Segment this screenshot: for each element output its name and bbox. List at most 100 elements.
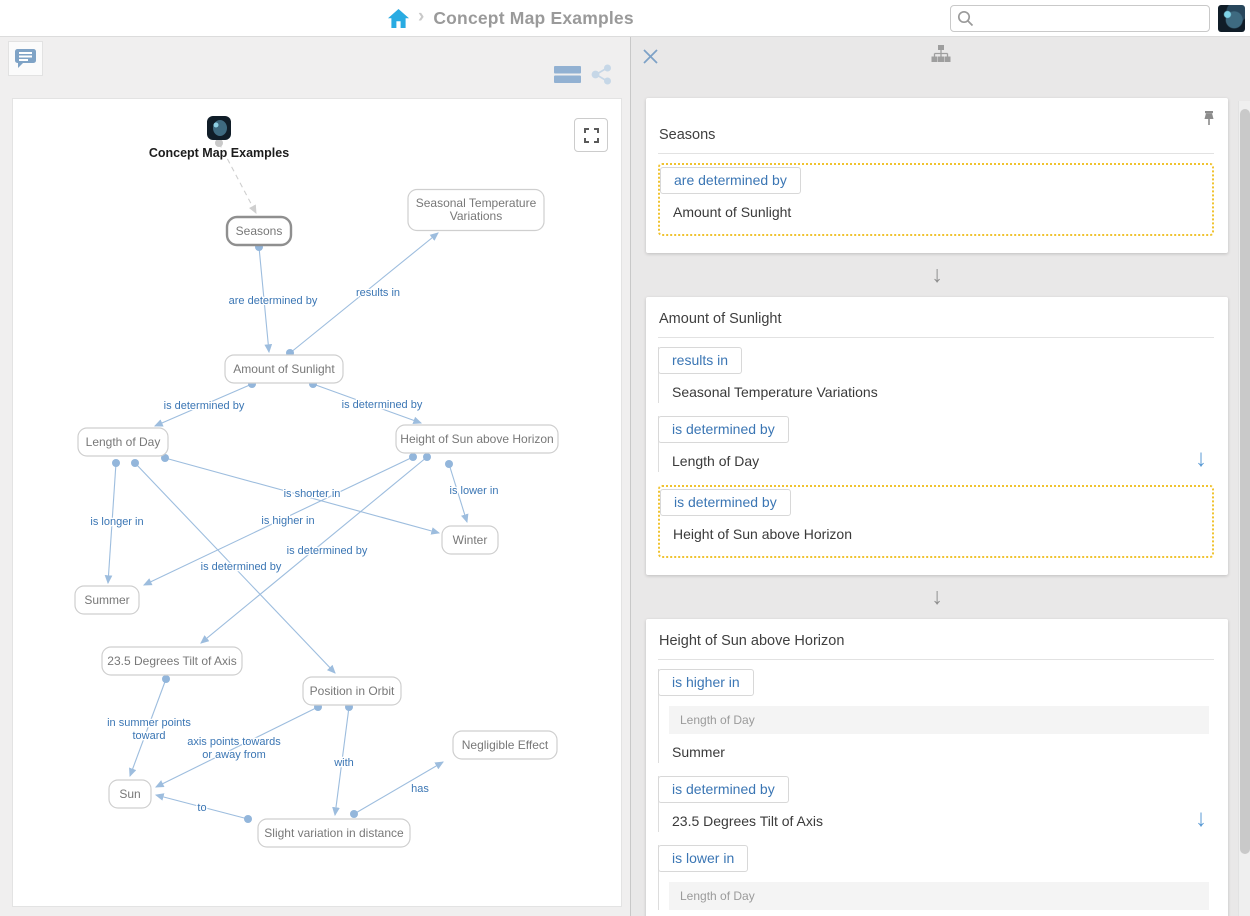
edge-label[interactable]: with — [332, 756, 355, 771]
scrollbar-thumb[interactable] — [1240, 109, 1250, 854]
edge-label[interactable]: is shorter in — [282, 487, 341, 502]
node-box — [77, 427, 169, 457]
map-node-seasons[interactable]: Seasons — [225, 215, 293, 247]
node-box — [224, 354, 344, 384]
edge-label[interactable]: is determined by — [340, 398, 424, 413]
map-node-height-of-sun-above-horizon[interactable]: Height of Sun above Horizon — [395, 424, 559, 454]
relation-group: is determined by Height of Sun above Hori… — [658, 485, 1214, 558]
map-node-sun[interactable]: Sun — [108, 779, 152, 809]
expand-down-icon[interactable]: ↓ — [1195, 445, 1207, 472]
share-icon[interactable] — [591, 64, 612, 85]
relation-type-chip[interactable]: are determined by — [660, 167, 801, 194]
map-node-negligible-effect[interactable]: Negligible Effect — [452, 730, 558, 760]
node-box — [302, 676, 402, 706]
edge-anchor-dot[interactable] — [161, 454, 169, 462]
related-node[interactable]: Length of Day↓ — [672, 445, 1207, 472]
edge-label[interactable]: to — [196, 801, 208, 816]
edge-label[interactable]: has — [410, 782, 431, 797]
relation-type-chip[interactable]: results in — [658, 347, 743, 374]
map-edge — [258, 246, 273, 354]
node-box — [395, 424, 559, 454]
map-node-winter[interactable]: Winter — [441, 525, 499, 555]
user-avatar[interactable] — [1218, 5, 1245, 32]
search-icon — [957, 10, 974, 27]
edge-anchor-dot[interactable] — [215, 139, 223, 147]
comments-tab[interactable] — [8, 41, 43, 76]
map-edge — [332, 706, 350, 817]
edge-label[interactable]: results in — [355, 286, 402, 301]
breadcrumb-chevron-icon: › — [418, 6, 425, 27]
node-box — [225, 215, 293, 247]
edge-anchor-dot[interactable] — [131, 459, 139, 467]
relation-group: is lower in Length of Day — [658, 845, 1214, 910]
map-edge — [164, 457, 441, 535]
node-label: Negligible Effect — [462, 738, 549, 752]
node-label: Amount of Sunlight — [233, 362, 335, 376]
map-node-tilt-of-axis[interactable]: 23.5 Degrees Tilt of Axis — [101, 646, 243, 676]
map-node-length-of-day[interactable]: Length of Day — [77, 427, 169, 457]
relation-type-chip[interactable]: is determined by — [660, 489, 791, 516]
relation-type-chip[interactable]: is higher in — [658, 669, 754, 696]
search-input[interactable] — [978, 11, 1203, 26]
scrollbar-track[interactable] — [1238, 101, 1250, 916]
map-node-summer[interactable]: Summer — [74, 585, 140, 615]
list-view-icon[interactable] — [554, 66, 581, 83]
node-label: Slight variation in distance — [264, 826, 404, 840]
close-icon[interactable] — [642, 48, 659, 70]
card-title: Height of Sun above Horizon — [658, 631, 1214, 660]
edge-label[interactable]: is lower in — [448, 484, 499, 499]
top-bar: › Concept Map Examples — [0, 0, 1250, 37]
pin-icon[interactable] — [1203, 111, 1215, 130]
edge-label[interactable]: is determined by — [285, 544, 369, 559]
map-node-root[interactable]: Concept Map Examples — [148, 116, 290, 161]
node-box — [407, 188, 545, 232]
edge-label[interactable]: is determined by — [162, 399, 246, 414]
related-node[interactable]: Summer — [672, 744, 725, 760]
map-node-slight-variation-in-distance[interactable]: Slight variation in distance — [257, 818, 411, 848]
node-box — [441, 525, 499, 555]
hierarchy-view-icon[interactable] — [931, 44, 950, 67]
related-node[interactable]: 23.5 Degrees Tilt of Axis↓ — [672, 805, 1207, 832]
relation-type-chip[interactable]: is determined by — [658, 416, 789, 443]
edge-anchor-dot[interactable] — [445, 460, 453, 468]
relation-type-chip[interactable]: is lower in — [658, 845, 749, 872]
related-node[interactable]: Height of Sun above Horizon — [673, 526, 852, 542]
comment-icon — [15, 49, 36, 68]
edge-label[interactable]: is determined by — [199, 560, 283, 575]
edge-label[interactable]: is longer in — [89, 515, 145, 530]
edge-anchor-dot[interactable] — [244, 815, 252, 823]
map-node-amount-of-sunlight[interactable]: Amount of Sunlight — [224, 354, 344, 384]
related-node-muted[interactable]: Length of Day — [669, 706, 1209, 734]
node-label: Height of Sun above Horizon — [400, 432, 553, 446]
edge-label[interactable]: are determined by — [227, 294, 319, 309]
page-title[interactable]: Concept Map Examples — [433, 7, 634, 28]
fullscreen-icon — [583, 127, 599, 143]
edge-anchor-dot[interactable] — [162, 675, 170, 683]
map-node-position-in-orbit[interactable]: Position in Orbit — [302, 676, 402, 706]
related-node-muted[interactable]: Length of Day — [669, 882, 1209, 910]
down-arrow-icon: ↓ — [931, 261, 943, 287]
relation-card[interactable]: Height of Sun above Horizon is higher in L… — [646, 619, 1228, 916]
search-box[interactable] — [950, 5, 1210, 32]
related-node[interactable]: Seasonal Temperature Variations — [672, 384, 878, 400]
expand-down-icon[interactable]: ↓ — [1195, 805, 1207, 832]
fullscreen-button[interactable] — [574, 118, 608, 152]
node-label: Sun — [119, 787, 140, 801]
edge-anchor-dot[interactable] — [423, 453, 431, 461]
edge-label[interactable]: is higher in — [260, 514, 316, 529]
home-icon[interactable] — [388, 8, 409, 28]
edge-anchor-dot[interactable] — [409, 453, 417, 461]
edge-anchor-dot[interactable] — [112, 459, 120, 467]
related-node[interactable]: Amount of Sunlight — [673, 204, 792, 220]
edge-anchor-dot[interactable] — [350, 810, 358, 818]
relation-type-chip[interactable]: is determined by — [658, 776, 789, 803]
map-edge — [134, 462, 336, 674]
